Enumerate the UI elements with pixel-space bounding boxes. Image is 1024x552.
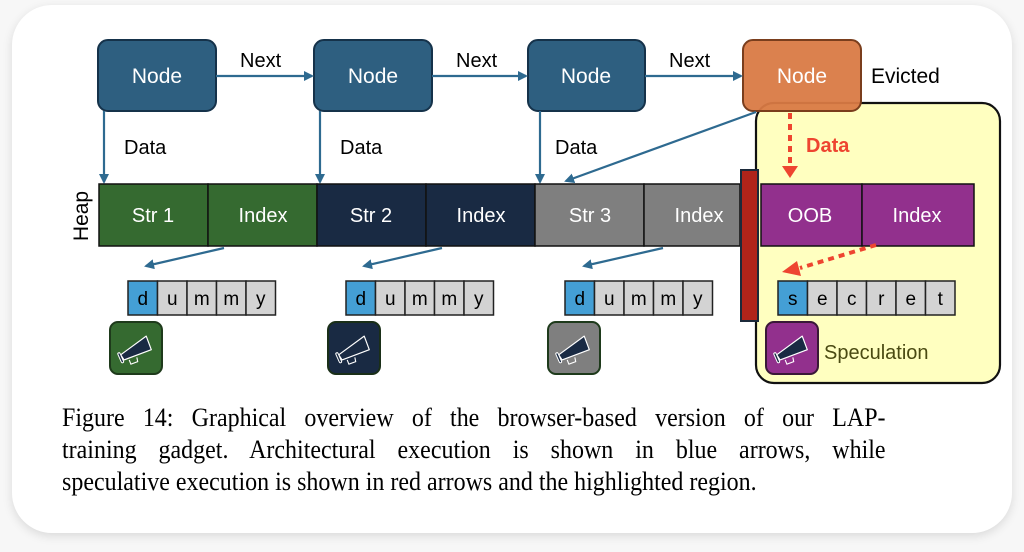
speculative-data-label: Data xyxy=(806,135,850,157)
next-label: Next xyxy=(456,50,498,72)
next-label: Next xyxy=(669,50,711,72)
megaphone-icon xyxy=(109,321,163,375)
evicted-label: Evicted xyxy=(871,65,940,88)
caption-line: speculative execution is shown in red ar… xyxy=(62,466,757,496)
char-label: m xyxy=(631,289,647,310)
char-label: e xyxy=(817,289,828,310)
char-label: c xyxy=(847,289,857,310)
char-label: m xyxy=(660,289,676,310)
char-cell xyxy=(865,280,897,316)
char-cell xyxy=(127,280,159,316)
heap-label: Heap xyxy=(70,191,93,241)
char-label: m xyxy=(223,289,239,310)
char-label: r xyxy=(878,289,885,310)
char-label: s xyxy=(788,289,798,310)
speculative-index-arrow xyxy=(799,243,877,270)
char-label: y xyxy=(693,289,703,310)
index-arrow xyxy=(362,246,443,270)
megaphone-icon xyxy=(765,321,819,375)
char-label: d xyxy=(355,289,366,310)
char-label: m xyxy=(194,289,210,310)
caption-line: Figure 14: Graphical overview of the bro… xyxy=(62,402,886,432)
data-arrow xyxy=(564,110,757,183)
node-1: Node xyxy=(97,39,217,112)
char-label: d xyxy=(137,289,148,310)
heap-cell xyxy=(316,183,427,247)
char-label: m xyxy=(412,289,428,310)
heap-cell-label: Index xyxy=(239,205,288,227)
bounds-barrier xyxy=(740,169,759,322)
char-label: t xyxy=(938,289,944,310)
heap-cell xyxy=(98,183,209,247)
speculation-label: Speculation xyxy=(824,342,929,364)
char-label: u xyxy=(167,289,178,310)
node-label: Node xyxy=(777,65,827,88)
char-label: y xyxy=(474,289,484,310)
index-arrow xyxy=(582,246,664,270)
heap-cell-label: Str 3 xyxy=(569,205,611,227)
megaphone-icon xyxy=(327,321,381,375)
char-label: e xyxy=(905,289,916,310)
char-cell xyxy=(924,280,956,316)
node-label: Node xyxy=(132,65,182,88)
node-evicted: Node xyxy=(742,39,862,112)
megaphone-icon xyxy=(547,321,601,375)
char-cell xyxy=(245,280,277,316)
char-cell xyxy=(463,280,495,316)
char-label: u xyxy=(604,289,615,310)
heap-row: Str 1 Index Str 2 Index Str 3 Index OOB … xyxy=(98,183,975,247)
node-2: Node xyxy=(313,39,433,112)
char-label: u xyxy=(385,289,396,310)
heap-cell-label: Index xyxy=(893,205,942,227)
heap-cell-label: Index xyxy=(457,205,506,227)
heap-cell-label: Index xyxy=(675,205,724,227)
node-3: Node xyxy=(527,39,646,112)
heap-cell xyxy=(643,183,741,247)
caption-line: training gadget. Architectural execution… xyxy=(62,434,886,464)
heap-cell xyxy=(534,183,645,247)
index-arrow xyxy=(144,246,225,270)
node-label: Node xyxy=(348,65,398,88)
char-label: m xyxy=(441,289,457,310)
speculative-arrowhead xyxy=(782,166,798,178)
speculative-arrowhead xyxy=(782,261,801,276)
heap-cell xyxy=(861,183,975,247)
data-label: Data xyxy=(555,137,598,159)
data-label: Data xyxy=(340,137,383,159)
char-label: d xyxy=(574,289,585,310)
heap-cell-label: Str 1 xyxy=(132,205,174,227)
heap-cell-label: OOB xyxy=(788,205,832,227)
char-cell xyxy=(682,280,714,316)
data-label: Data xyxy=(124,137,167,159)
char-cell xyxy=(652,280,684,316)
next-label: Next xyxy=(240,50,282,72)
node-label: Node xyxy=(561,65,611,88)
figure-caption: Figure 14: Graphical overview of the bro… xyxy=(62,401,886,497)
char-cell xyxy=(433,280,465,316)
heap-cell xyxy=(760,183,863,247)
char-label: y xyxy=(256,289,266,310)
heap-cell-label: Str 2 xyxy=(350,205,392,227)
